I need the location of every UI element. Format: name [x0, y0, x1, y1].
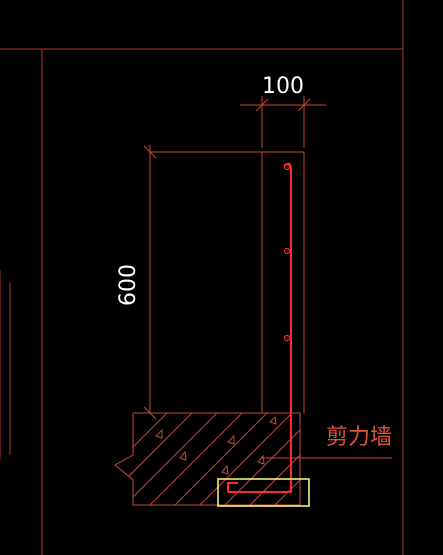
rebar-hook — [227, 482, 238, 492]
slab-boundary — [114, 412, 301, 506]
slab-aggregate — [155, 415, 277, 475]
rebar-dot-top — [283, 163, 291, 171]
width-dimension-label: 100 — [262, 74, 304, 99]
height-dimension — [133, 145, 262, 420]
width-tick-left — [255, 98, 269, 112]
rebar-dots — [283, 163, 291, 342]
height-tick-top — [143, 145, 157, 159]
height-dimension-label: 600 — [116, 264, 141, 306]
shear-wall-label: 剪力墙 — [326, 425, 392, 450]
wall-outline — [261, 151, 305, 413]
rebar-dot-middle — [283, 247, 291, 255]
width-tick-right — [297, 98, 311, 112]
drawing-frame — [0, 0, 404, 555]
highlight-selection-box[interactable] — [217, 478, 310, 507]
slab-hatch — [115, 413, 300, 505]
width-dimension — [240, 96, 326, 148]
rebar-dot-lower — [283, 334, 291, 342]
concrete-slab — [114, 412, 301, 506]
